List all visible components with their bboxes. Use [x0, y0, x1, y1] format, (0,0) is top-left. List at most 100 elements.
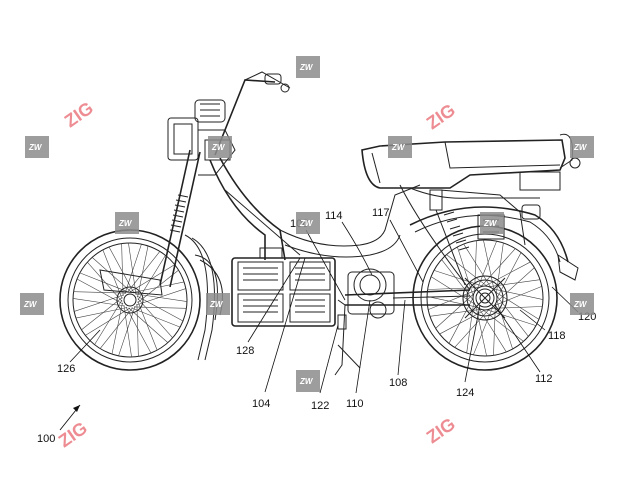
wheel-spoke — [475, 305, 487, 357]
wheel-spoke — [85, 307, 131, 336]
leader-126 — [355, 299, 371, 394]
wheel-spoke — [123, 305, 132, 358]
wheel-spoke — [136, 303, 139, 357]
leader-124 — [247, 257, 301, 343]
svg-text:ZW: ZW — [483, 219, 498, 228]
zw-watermark: ZW — [206, 293, 230, 315]
ref-114: 118 — [548, 330, 566, 342]
zig-watermark: ZIG — [423, 414, 459, 448]
rear-sprocket — [464, 277, 506, 319]
zw-watermark: ZW — [25, 136, 49, 158]
wheel-spoke — [136, 295, 184, 322]
zw-watermark: ZW — [20, 293, 44, 315]
wheel-spoke — [124, 244, 142, 294]
ref-126: 110 — [346, 398, 364, 410]
wheel-spoke — [136, 288, 186, 306]
zw-watermark: ZW — [480, 212, 504, 234]
rear-suspension — [429, 189, 541, 286]
svg-text:ZW: ZW — [299, 63, 314, 72]
wheel-spoke — [482, 309, 524, 342]
wheel-spoke — [94, 299, 123, 345]
wheel-spoke — [128, 242, 137, 295]
svg-text:ZW: ZW — [573, 143, 588, 152]
ref-108: 108 — [389, 377, 407, 389]
wheel-spoke — [133, 306, 187, 309]
wheel-spoke — [483, 239, 495, 291]
wheel-spoke — [72, 298, 125, 307]
wheel-spoke — [137, 255, 166, 301]
zw-watermark: ZW — [296, 212, 320, 234]
wheel-spoke — [128, 307, 169, 343]
wheel-spoke — [91, 257, 132, 293]
wheel-spoke — [492, 288, 544, 300]
zw-watermark: ZW — [570, 136, 594, 158]
wheel-spoke — [75, 307, 128, 319]
leader-106 — [305, 229, 346, 301]
zw-watermark: ZW — [115, 212, 139, 234]
zw-watermark: ZW — [570, 293, 594, 315]
svg-text:ZW: ZW — [299, 377, 314, 386]
wheel-spoke — [87, 261, 123, 302]
leader-110 — [341, 221, 373, 276]
wheel-spoke — [132, 281, 185, 293]
wheel-spoke — [76, 278, 124, 305]
wheel-spoke — [496, 252, 522, 299]
ref-112: 117 — [372, 207, 390, 219]
zig-watermark: ZIG — [423, 100, 459, 134]
leader-118 — [319, 324, 339, 394]
zw-watermark: ZW — [388, 136, 412, 158]
zig-watermark: ZIG — [55, 418, 91, 452]
front-wheel — [59, 229, 201, 371]
wheel-spoke — [111, 302, 123, 355]
wheel-spoke — [79, 272, 129, 293]
wheel-spoke — [102, 249, 123, 299]
ref-110: 114 — [325, 210, 343, 222]
leader-128 — [494, 304, 541, 373]
kickstand — [334, 299, 361, 376]
zw-watermark: ZW — [208, 136, 232, 158]
zw-watermark: ZW — [296, 370, 320, 392]
wheel-spoke — [127, 251, 161, 293]
wheel-spoke — [131, 307, 181, 328]
wheel-spoke — [446, 254, 488, 287]
svg-text:ZW: ZW — [391, 143, 406, 152]
ref-104: 104 — [252, 398, 270, 410]
svg-text:ZW: ZW — [211, 143, 226, 152]
ref-128: 112 — [535, 373, 553, 385]
wheel-spoke — [484, 261, 531, 287]
ref-120: 124 — [456, 387, 474, 399]
arrow-100 — [59, 404, 81, 431]
ref-122: 126 — [57, 363, 75, 375]
svg-text:ZW: ZW — [299, 219, 314, 228]
svg-text:ZW: ZW — [209, 300, 224, 309]
leader-104 — [264, 257, 306, 393]
wheel-spoke — [99, 307, 133, 349]
leader-112 — [389, 219, 424, 283]
seat — [361, 133, 581, 191]
battery-pack — [231, 247, 336, 327]
wheel-spoke — [496, 295, 529, 337]
wheel-spoke — [118, 306, 136, 356]
ref-118: 122 — [311, 400, 329, 412]
rear-fender — [409, 206, 579, 281]
leader-122 — [69, 329, 101, 363]
svg-text:ZW: ZW — [28, 143, 43, 152]
wheel-spoke — [125, 306, 152, 354]
leader-108 — [397, 299, 406, 376]
wheel-spoke — [108, 246, 135, 294]
leader-114 — [519, 309, 546, 331]
wheel-spoke — [137, 298, 173, 339]
leader-120 — [464, 304, 481, 383]
wheel-spoke — [74, 294, 124, 312]
svg-text:ZW: ZW — [118, 219, 133, 228]
front-fork — [159, 149, 215, 361]
wheel-spoke — [121, 243, 124, 297]
wheel-spoke — [137, 301, 158, 351]
wheel-spoke — [135, 293, 188, 302]
headlight — [167, 117, 236, 176]
zw-watermark: ZW — [296, 56, 320, 78]
watermarks: ZW ZW ZW ZW ZW ZW ZW ZW ZW ZW ZW ZW ZIG … — [20, 56, 594, 451]
leader-lines — [69, 219, 579, 394]
ref-100: 100 — [37, 433, 55, 445]
